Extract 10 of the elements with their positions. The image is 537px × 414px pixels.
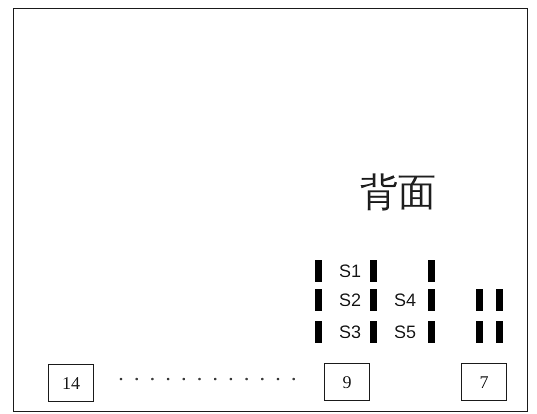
- pin-number-box: 7: [461, 363, 507, 401]
- switch-label: S2: [339, 291, 362, 309]
- pin-number-box: 9: [324, 363, 370, 401]
- board-outline: [13, 8, 528, 412]
- switch-label: S5: [394, 323, 416, 341]
- pin-number-box: 14: [48, 364, 94, 402]
- side-heading: 背面: [360, 173, 436, 211]
- switch-label: S4: [394, 291, 416, 309]
- switch-label: S1: [339, 262, 362, 280]
- switch-label: S3: [339, 323, 362, 341]
